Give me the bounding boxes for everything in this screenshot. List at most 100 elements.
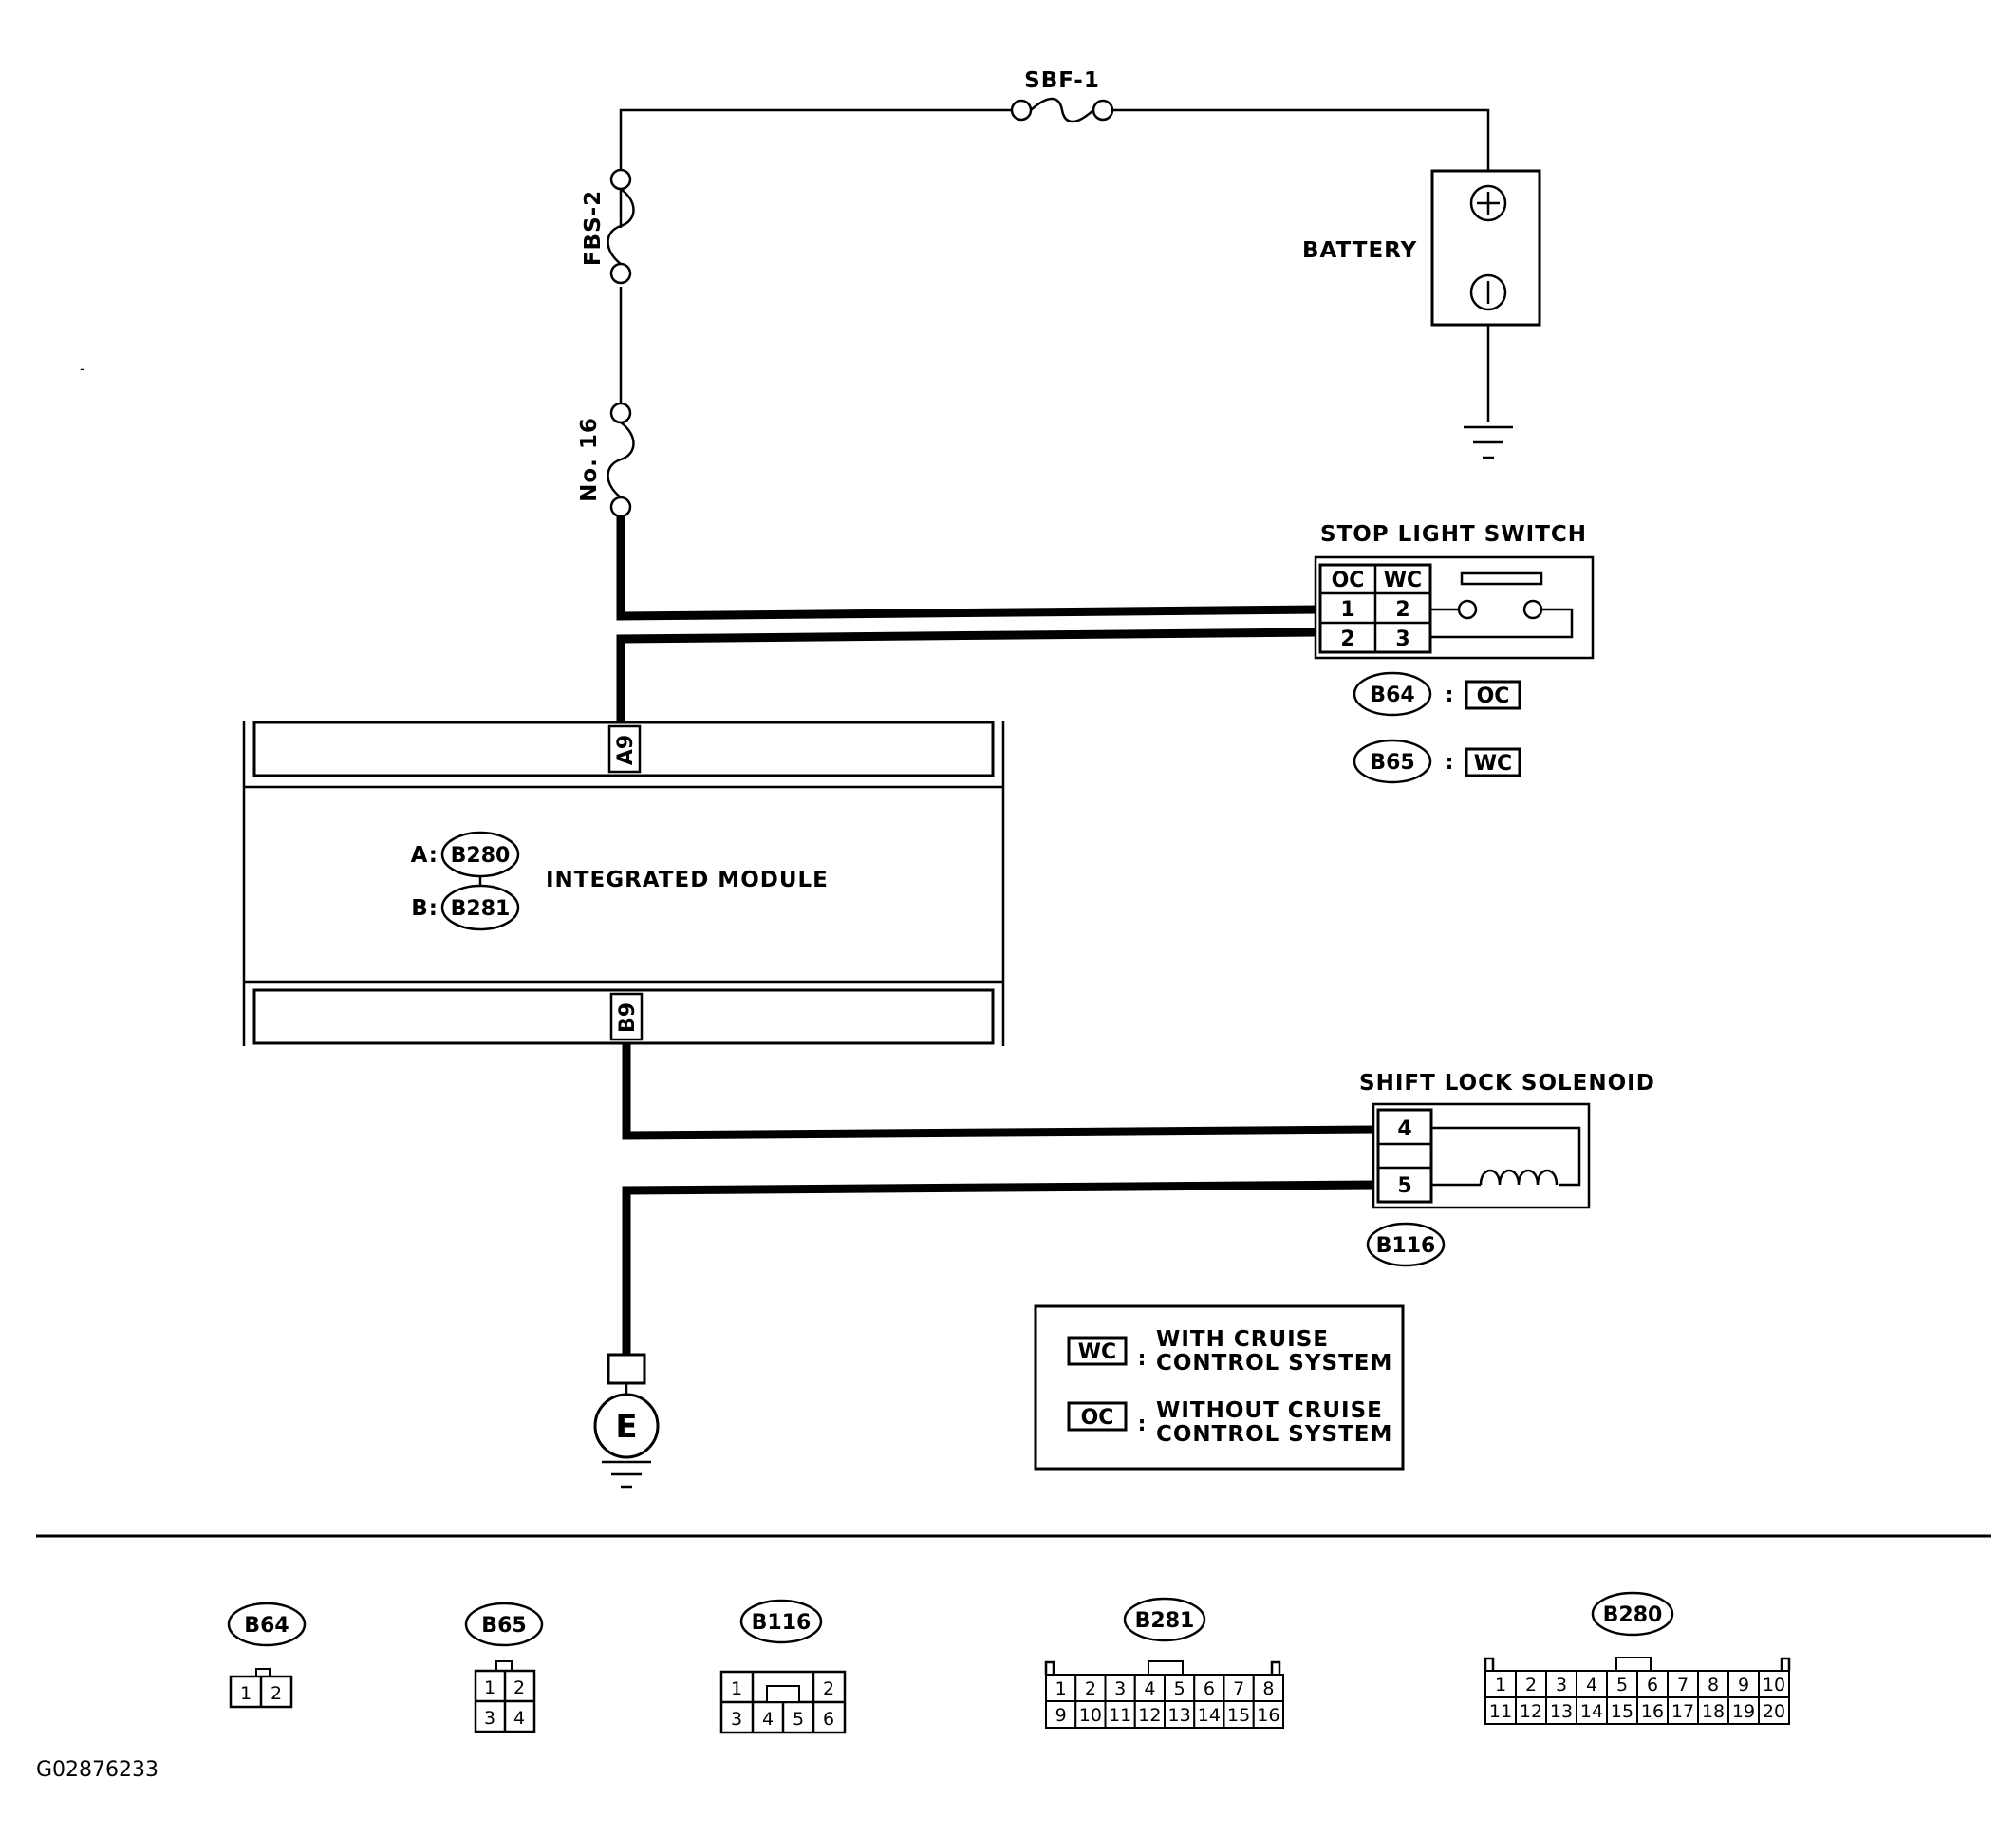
pin-number: 14 [1198,1705,1221,1726]
b64-view-name: B64 [244,1614,289,1638]
fuse-no16-label: No. 16 [577,417,602,502]
pin-cell [1727,1670,1760,1698]
b65-pin: 2 [513,1677,525,1698]
supply-wiring [619,108,1513,459]
ground-e: E [593,1353,660,1489]
b116-view-name: B116 [752,1611,812,1635]
pin-number: 7 [1677,1675,1689,1695]
legend-wc-code: WC [1078,1340,1116,1364]
legend-box: WC : WITH CRUISE CONTROL SYSTEM OC : WIT… [1034,1304,1405,1471]
pin-cell [1045,1700,1077,1729]
module-pin-b9: B9 [616,1002,640,1033]
fuse-fbs2-label: FBS-2 [581,190,606,266]
pin-number: 13 [1550,1701,1573,1722]
fuse-sbf1: SBF-1 [1010,68,1114,123]
battery-label: BATTERY [1302,238,1417,263]
battery: BATTERY [1302,169,1541,327]
pin-number: 18 [1702,1701,1725,1722]
module-title: INTEGRATED MODULE [546,868,829,892]
pin-number: 6 [1647,1675,1658,1695]
pin-cell [1193,1674,1225,1702]
connector-view-b64: B64 1 2 [227,1602,307,1709]
stray-mark: - [80,360,85,378]
pin-number: 9 [1738,1675,1749,1695]
b116-pin: 1 [731,1678,742,1699]
pin-number: 16 [1257,1705,1279,1726]
pin-number: 16 [1641,1701,1664,1722]
pin-cell [1515,1696,1547,1725]
slsw-b65-connector: B65 [1370,751,1414,775]
b65-pin: 3 [484,1708,495,1729]
fuse-no16: No. 16 [577,402,635,518]
slsw-oc-pin-a: 1 [1340,598,1354,622]
b116-pin: 6 [823,1709,834,1730]
pin-cell [1252,1674,1284,1702]
pin-number: 9 [1055,1705,1067,1726]
b116-pin: 2 [823,1678,834,1699]
pin-cell [1193,1700,1225,1729]
fuse-fbs2: FBS-2 [581,168,635,285]
pin-number: 13 [1168,1705,1191,1726]
pin-cell [1667,1696,1699,1725]
pin-cell [1252,1700,1284,1729]
pin-number: 3 [1114,1678,1126,1699]
pin-cell [1576,1696,1608,1725]
slsw-oc-pin-b: 2 [1340,628,1354,651]
pin-cell [1576,1670,1608,1698]
shift-lock-title: SHIFT LOCK SOLENOID [1359,1071,1655,1096]
legend-wc-sep: : [1138,1347,1147,1371]
shift-lock-solenoid: SHIFT LOCK SOLENOID 4 5 B116 [1359,1071,1655,1267]
b280-view-name: B280 [1603,1603,1663,1627]
slsw-wc-pin-a: 2 [1395,598,1409,622]
fuse-sbf1-label: SBF-1 [1024,68,1100,93]
slsw-b64-sep: : [1446,684,1454,707]
coil-symbol [1479,1169,1559,1186]
pin-cell [1074,1700,1107,1729]
module-conn-a-prefix: A: [411,843,439,868]
shift-lock-pin-4: 4 [1397,1117,1411,1141]
slsw-b65-code: WC [1474,752,1512,776]
pin-cell [1636,1696,1669,1725]
b65-view-name: B65 [481,1614,526,1638]
module-conn-a: B280 [451,844,511,868]
module-conn-b-prefix: B: [411,896,439,921]
slsw-wc-pin-b: 3 [1395,628,1409,651]
pin-cell [1758,1696,1790,1725]
pin-number: 11 [1109,1705,1131,1726]
pin-number: 1 [1495,1675,1506,1695]
pin-number: 14 [1580,1701,1603,1722]
pin-cell [1223,1700,1255,1729]
slsw-header-wc: WC [1384,569,1422,592]
pin-number: 8 [1262,1678,1274,1699]
pin-number: 15 [1227,1705,1250,1726]
slsw-b64-code: OC [1477,684,1510,708]
b64-pin: 1 [240,1683,252,1704]
pin-number: 3 [1556,1675,1567,1695]
shift-lock-pin-5: 5 [1397,1174,1411,1198]
connector-view-b65: B65 1 2 3 4 [464,1602,544,1733]
pin-number: 5 [1174,1678,1185,1699]
b281-view-name: B281 [1135,1609,1195,1633]
pin-number: 15 [1611,1701,1633,1722]
pin-cell [1484,1696,1517,1725]
pin-number: 10 [1079,1705,1102,1726]
integrated-module: A9 B9 A: B: B280 B281 INTEGRATED MODULE [242,721,1005,1046]
module-pin-a9: A9 [614,735,638,765]
module-conn-b: B281 [451,897,511,921]
b116-pin: 4 [762,1709,774,1730]
legend-oc-code: OC [1081,1406,1114,1430]
b116-pin: 3 [731,1709,742,1730]
figure-id: G02876233 [36,1758,159,1782]
harness-wiring [616,516,1377,1358]
legend-oc-line1: WITHOUT CRUISE [1156,1398,1383,1423]
b65-pin: 1 [484,1677,495,1698]
pin-cell [1727,1696,1760,1725]
pin-number: 12 [1520,1701,1542,1722]
pin-number: 11 [1489,1701,1512,1722]
pin-number: 17 [1671,1701,1694,1722]
pin-number: 19 [1732,1701,1755,1722]
connector-view-b116: B116 1 2 3 4 5 6 [719,1599,847,1734]
